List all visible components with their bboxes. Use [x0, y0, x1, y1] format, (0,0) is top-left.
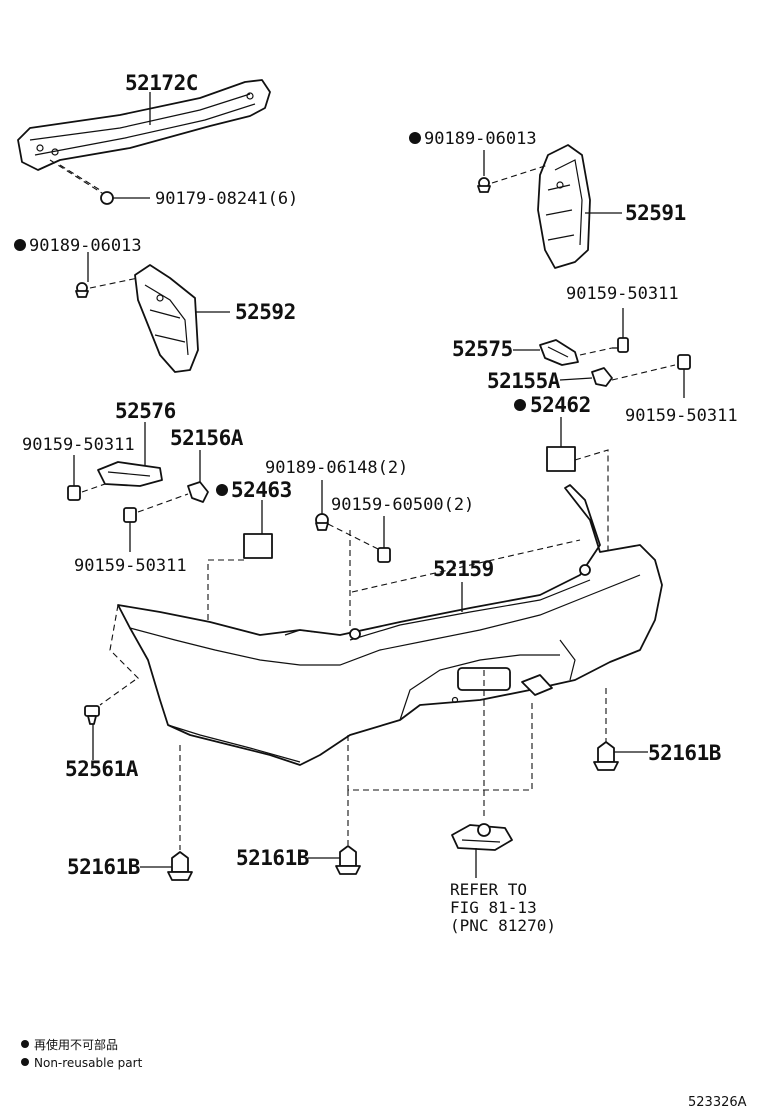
clip-90189-left-icon: [75, 282, 89, 298]
nut-90179-icon: [100, 191, 114, 205]
side-bracket-52592: [134, 264, 199, 373]
non-reusable-dot-icon: [409, 132, 421, 144]
reference-line-2: FIG 81-13: [450, 898, 537, 917]
reference-line-1: REFER TO: [450, 880, 527, 899]
label-52161b-left: 52161B: [67, 855, 140, 879]
label-52161b-mid: 52161B: [236, 846, 309, 870]
screw-90159-60500-icon: [377, 547, 391, 563]
non-reusable-dot-icon: [216, 484, 228, 496]
clip-52561a-icon: [84, 705, 100, 725]
legend-japanese: 再使用不可部品: [34, 1037, 118, 1052]
pad-52463-icon: [243, 533, 273, 559]
diagram-code: 523326A: [688, 1095, 747, 1110]
screw-90159-lower-left-icon: [123, 507, 137, 523]
label-52156a: 52156A: [170, 426, 244, 450]
label-52575: 52575: [452, 337, 513, 361]
label-52463: 52463: [231, 478, 292, 502]
legend-dot-icon: [21, 1058, 29, 1066]
clip-90189-06148-icon: [315, 513, 329, 531]
retainer-52575: [539, 339, 579, 366]
label-90159-50311-right-lower: 90159-50311: [625, 406, 738, 426]
legend-dot-icon: [21, 1040, 29, 1048]
bracket-52156a: [187, 481, 209, 503]
label-90159-50311-top-right: 90159-50311: [566, 284, 679, 304]
label-90189-06148: 90189-06148(2): [265, 458, 408, 478]
pad-52462-icon: [546, 446, 576, 472]
label-52576: 52576: [115, 399, 176, 423]
side-bracket-52591: [537, 144, 591, 269]
label-90159-50311-left-lower: 90159-50311: [74, 556, 187, 576]
reference-line-3: (PNC 81270): [450, 916, 556, 935]
label-90189-06013-right: 90189-06013: [424, 129, 537, 149]
label-90189-06013-left: 90189-06013: [29, 236, 142, 256]
clip-52161b-right-icon: [593, 741, 619, 771]
reference-note: REFER TO FIG 81-13 (PNC 81270): [450, 880, 556, 935]
label-52591: 52591: [625, 201, 686, 225]
legend: 再使用不可部品 Non-reusable part: [21, 1037, 143, 1070]
label-52561a: 52561A: [65, 757, 139, 781]
label-90159-50311-left-upper: 90159-50311: [22, 435, 135, 455]
license-lamp-icon: [451, 823, 513, 851]
label-90179-08241: 90179-08241(6): [155, 189, 298, 209]
label-52462: 52462: [530, 393, 591, 417]
label-90159-60500: 90159-60500(2): [331, 495, 474, 515]
bracket-52155a: [591, 367, 613, 387]
legend-english: Non-reusable part: [34, 1056, 143, 1070]
clip-52161b-mid-icon: [335, 845, 361, 875]
label-52159: 52159: [433, 557, 494, 581]
label-52592: 52592: [235, 300, 296, 324]
clip-90189-right-icon: [477, 177, 491, 193]
non-reusable-dot-icon: [14, 239, 26, 251]
label-52155a: 52155A: [487, 369, 561, 393]
label-52161b-right: 52161B: [648, 741, 721, 765]
screw-90159-upper-left-icon: [67, 485, 81, 501]
label-52172c: 52172C: [125, 71, 198, 95]
non-reusable-dot-icon: [514, 399, 526, 411]
clip-52161b-left-icon: [167, 851, 193, 881]
screw-90159-upper-right-icon: [612, 337, 629, 353]
retainer-52576: [97, 461, 163, 487]
reinforcement-bracket-52172c: [17, 79, 271, 171]
screw-90159-lower-right-icon: [677, 354, 691, 378]
bumper-cover-52159: [117, 484, 663, 766]
